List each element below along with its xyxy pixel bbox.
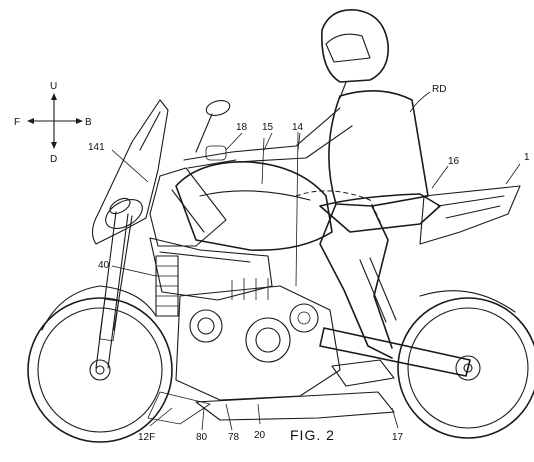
- direction-compass: U D F B: [14, 81, 92, 165]
- reference-lines: [261, 131, 299, 287]
- rear-shock: [359, 257, 397, 323]
- label-15: 15: [262, 122, 274, 133]
- rider: [231, 9, 429, 359]
- front-fork: [95, 211, 133, 369]
- direction-front-label: F: [14, 117, 20, 128]
- handlebar: [183, 145, 237, 169]
- radiator: [155, 255, 179, 317]
- figure-label: FIG. 2: [290, 427, 335, 443]
- label-78: 78: [228, 432, 240, 443]
- label-vehicle: 1: [524, 152, 530, 163]
- mirror: [195, 100, 231, 153]
- leader-lines: [111, 91, 521, 431]
- tail-section: [419, 185, 521, 245]
- engine: [175, 278, 341, 401]
- label-17: 17: [392, 432, 404, 443]
- label-40: 40: [98, 260, 110, 271]
- label-14: 14: [292, 122, 304, 133]
- label-141: 141: [88, 142, 105, 153]
- label-18: 18: [236, 122, 248, 133]
- swingarm: [319, 327, 471, 377]
- label-rider: RD: [432, 84, 446, 95]
- front-wheel: [27, 285, 173, 443]
- underbody: [147, 391, 395, 425]
- direction-up-label: U: [50, 81, 57, 92]
- label-80: 80: [196, 432, 208, 443]
- rear-wheel: [397, 290, 534, 439]
- side-shroud: [149, 237, 273, 301]
- fuel-tank: [175, 161, 333, 251]
- label-16: 16: [448, 156, 460, 167]
- label-20: 20: [254, 430, 266, 441]
- sprocket: [289, 303, 319, 333]
- label-12f: 12F: [138, 432, 155, 443]
- front-cowl: [149, 167, 227, 247]
- seat: [319, 193, 441, 233]
- rider-foot: [331, 359, 395, 387]
- direction-back-label: B: [85, 117, 92, 128]
- windscreen: [91, 99, 169, 245]
- headlight: [105, 197, 143, 229]
- direction-down-label: D: [50, 154, 57, 165]
